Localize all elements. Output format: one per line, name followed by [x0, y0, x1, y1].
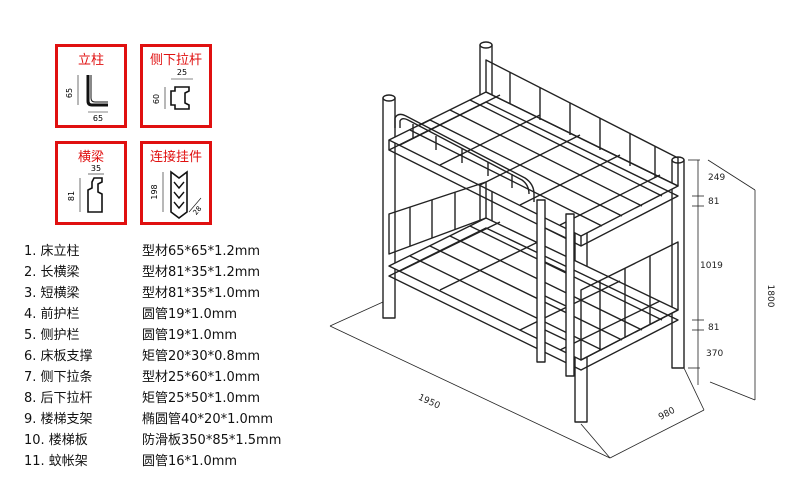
profile-title: 连接挂件 — [149, 150, 202, 165]
dim-label: 65 — [93, 114, 103, 123]
part-spec: 型材65*65*1.2mm — [142, 244, 261, 259]
profile-title: 侧下拉杆 — [149, 53, 202, 68]
profile-box-post: 立柱 65 65 — [55, 44, 127, 128]
profile-box-beam: 横梁 35 81 — [55, 141, 127, 225]
part-spec: 矩管20*30*0.8mm — [142, 349, 261, 364]
profile-title: 立柱 — [77, 53, 104, 68]
dim-label: 25 — [177, 68, 187, 77]
bracket-profile-icon: 198 28 — [150, 170, 204, 219]
part-spec: 圆管16*1.0mm — [142, 454, 238, 469]
part-name: 9. 楼梯支架 — [24, 412, 93, 427]
part-spec: 型材81*35*1.2mm — [142, 265, 261, 280]
part-spec: 矩管25*50*1.0mm — [142, 391, 261, 406]
part-spec: 圆管19*1.0mm — [142, 328, 238, 343]
profile-box-connector: 连接挂件 198 28 — [140, 141, 212, 225]
dim-height-label: 1800 — [765, 285, 775, 308]
part-spec: 圆管19*1.0mm — [142, 307, 238, 322]
part-spec: 型材25*60*1.0mm — [142, 370, 261, 385]
part-spec: 型材81*35*1.0mm — [142, 286, 261, 301]
part-name: 1. 床立柱 — [24, 244, 80, 259]
dim-label: 65 — [65, 88, 74, 98]
dim-seg2-label: 81 — [708, 197, 719, 207]
dim-length-label: 1950 — [416, 393, 441, 412]
profile-box-side-rod: 侧下拉杆 25 60 — [140, 44, 212, 128]
part-spec: 椭圆管40*20*1.0mm — [142, 412, 274, 427]
dim-label: 60 — [152, 94, 161, 104]
dim-seg4-label: 81 — [708, 323, 719, 333]
beam-profile-icon: 35 81 — [67, 164, 104, 213]
dim-label: 81 — [67, 191, 76, 201]
part-name: 3. 短横梁 — [24, 286, 80, 301]
part-spec: 防滑板350*85*1.5mm — [142, 433, 282, 448]
dim-label: 35 — [91, 164, 101, 173]
c-channel-profile-icon: 25 60 — [152, 68, 193, 110]
part-name: 7. 侧下拉条 — [24, 370, 93, 385]
bunk-bed-drawing: 249 81 1019 81 370 1800 1950 980 — [329, 41, 775, 459]
part-name: 5. 侧护栏 — [24, 328, 80, 343]
dim-seg1-label: 249 — [708, 173, 725, 183]
part-name: 4. 前护栏 — [24, 307, 80, 322]
dim-seg3-label: 1019 — [700, 261, 723, 271]
l-profile-icon: 65 65 — [65, 75, 108, 123]
part-name: 2. 长横梁 — [24, 265, 80, 280]
part-name: 11. 蚊帐架 — [24, 454, 88, 469]
dim-width-label: 980 — [657, 406, 677, 423]
dim-label: 28 — [192, 205, 204, 217]
part-name: 6. 床板支撑 — [24, 349, 93, 364]
part-name: 8. 后下拉杆 — [24, 391, 93, 406]
dim-seg5-label: 370 — [706, 349, 723, 359]
bed-frame — [382, 41, 685, 423]
part-name: 10. 楼梯板 — [24, 433, 88, 448]
dim-label: 198 — [150, 184, 159, 199]
dimension-lines — [329, 159, 756, 459]
profile-title: 横梁 — [77, 150, 104, 165]
